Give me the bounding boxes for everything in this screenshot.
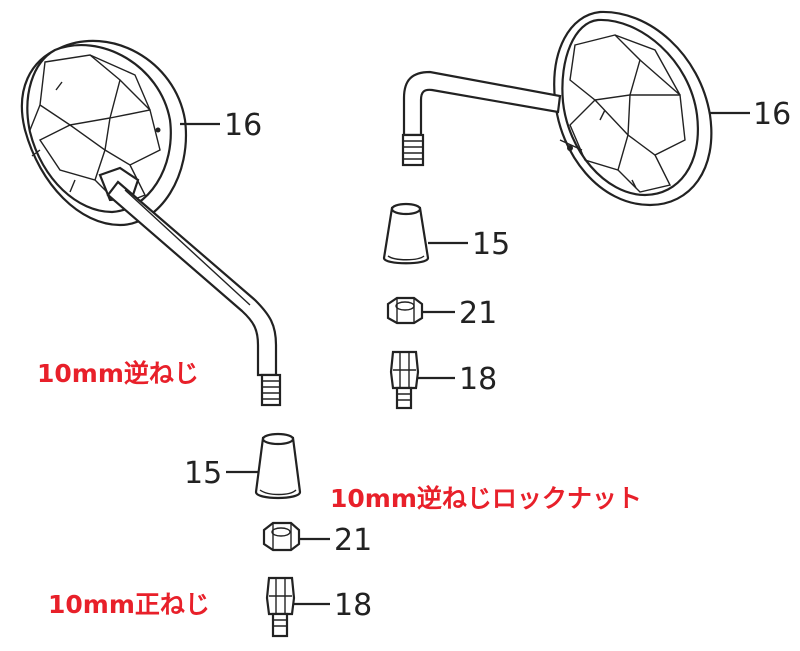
nut-right [386, 296, 424, 325]
callout-mirror-right: 16 [753, 97, 791, 132]
callout-cap-left: 15 [184, 456, 222, 491]
callout-adapter-left: 18 [334, 588, 372, 623]
callout-cap-right: 15 [472, 227, 510, 262]
left-mirror [20, 39, 282, 407]
annotation-reverse-thread: 10mm逆ねじ [37, 359, 199, 388]
callout-nut-left: 21 [334, 523, 372, 558]
annotation-normal-thread: 10mm正ねじ [48, 590, 210, 619]
callout-adapter-right: 18 [459, 362, 497, 397]
nut-left [262, 521, 301, 552]
cap-left [254, 432, 302, 500]
adapter-right [389, 350, 420, 410]
callout-nut-right: 21 [459, 296, 497, 331]
cap-right [382, 202, 430, 265]
leader-lines [180, 111, 750, 606]
right-mirror [401, 10, 713, 207]
adapter-left [265, 576, 296, 638]
callout-mirror-left: 16 [224, 108, 262, 143]
annotation-reverse-lock-nut: 10mm逆ねじロックナット [330, 484, 642, 513]
